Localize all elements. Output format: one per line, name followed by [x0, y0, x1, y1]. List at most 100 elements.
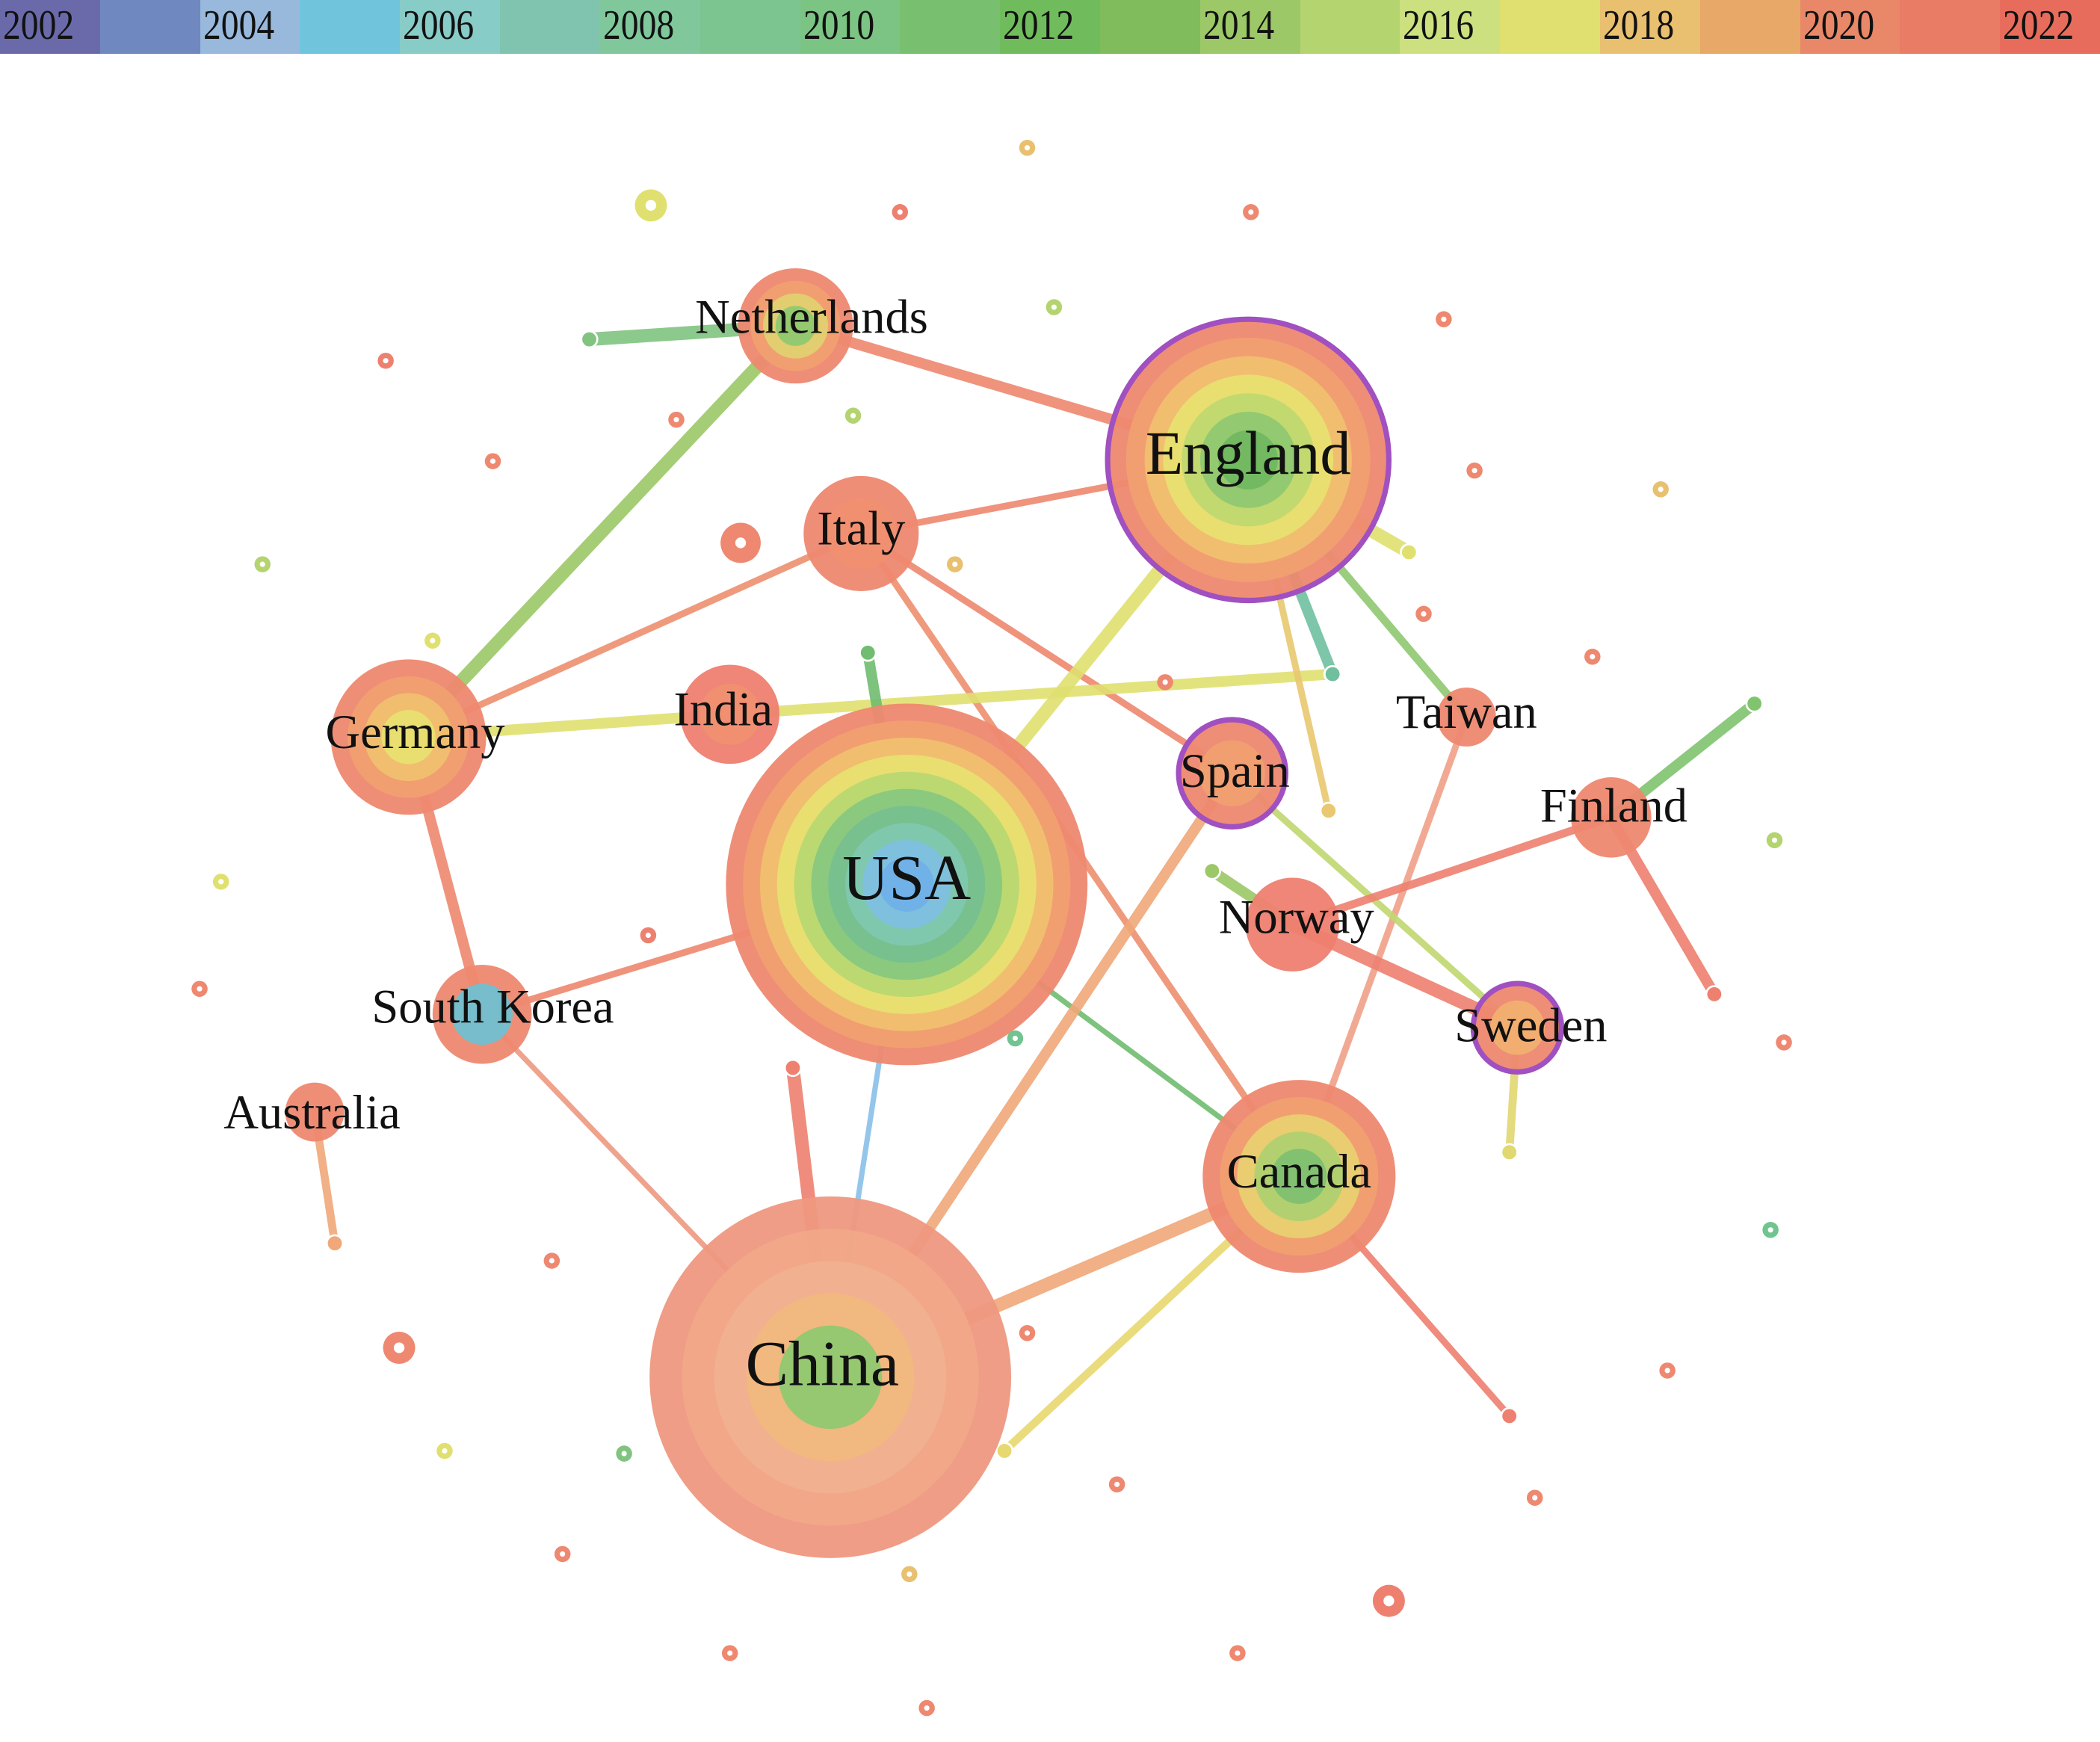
legend-year-label: 2008	[602, 2, 675, 49]
minor-node-center	[1024, 1330, 1031, 1336]
node-ring	[778, 1325, 883, 1430]
minor-node-center	[560, 1551, 566, 1557]
minor-node-center	[1114, 1481, 1120, 1487]
minor-node-center	[383, 358, 389, 364]
minor-node-center	[1235, 1650, 1241, 1656]
minor-node	[1500, 1143, 1519, 1161]
node-germany[interactable]	[330, 659, 487, 815]
legend-segment-2012: 2012	[1000, 0, 1100, 54]
minor-node-center	[1781, 1040, 1787, 1045]
node-label-norway: Norway	[1219, 890, 1374, 943]
node-label-finland: Finland	[1540, 779, 1687, 833]
minor-node-center	[1441, 316, 1447, 322]
minor-node	[783, 1058, 803, 1078]
edge-netherlands-germany	[401, 319, 803, 744]
node-finland[interactable]	[1571, 777, 1652, 858]
legend-year-label: 2014	[1202, 2, 1274, 49]
legend-segment-2013	[1099, 0, 1200, 54]
minor-node-center	[897, 209, 903, 215]
minor-node	[1745, 694, 1764, 713]
node-label-italy: Italy	[817, 502, 905, 555]
legend-segment-2009	[700, 0, 800, 54]
legend-segment-2022: 2022	[2000, 0, 2100, 54]
node-taiwan[interactable]	[1436, 687, 1496, 747]
legend-year-label: 2010	[803, 2, 874, 49]
legend-segment-2010: 2010	[800, 0, 901, 54]
legend-segment-2021	[1900, 0, 2001, 54]
node-sweden[interactable]	[1470, 980, 1565, 1075]
minor-node	[1705, 985, 1723, 1004]
node-label-netherlands: Netherlands	[695, 291, 928, 344]
node-ring	[1571, 777, 1652, 858]
legend-year-label: 2020	[1803, 2, 1874, 49]
node-italy[interactable]	[803, 475, 919, 591]
legend-segment-2014: 2014	[1199, 0, 1300, 54]
node-ring	[1218, 430, 1278, 489]
legend-year-label: 2002	[3, 2, 75, 49]
legend-segment-2006: 2006	[400, 0, 501, 54]
timeline-color-legend: 2002 2004 2006 2008 2010 2012 2014 2016 2018 2020…	[0, 0, 2100, 54]
legend-segment-2011	[900, 0, 1001, 54]
minor-node	[580, 330, 599, 349]
edge-italy-germany	[405, 530, 865, 741]
minor-node-center	[924, 1705, 930, 1711]
node-label-south-korea: South Korea	[371, 980, 614, 1033]
minor-node-center	[1658, 487, 1664, 492]
legend-year-label: 2006	[403, 2, 475, 49]
minor-node	[1400, 543, 1418, 562]
legend-segment-2003	[99, 0, 200, 54]
legend-year-label: 2012	[1003, 2, 1075, 49]
node-netherlands[interactable]	[738, 268, 853, 384]
minor-node	[1324, 664, 1342, 684]
minor-node-center	[645, 932, 651, 939]
legend-year-label: 2004	[203, 2, 274, 49]
legend-year-label: 2022	[2003, 2, 2075, 49]
node-label-taiwan: Taiwan	[1396, 685, 1537, 738]
minor-node-center	[1383, 1596, 1395, 1607]
legend-year-label: 2016	[1403, 2, 1474, 49]
minor-node-center	[1590, 654, 1596, 660]
minor-node-center	[549, 1258, 555, 1264]
minor-node-center	[218, 879, 224, 885]
minor-node-center	[1471, 468, 1477, 474]
node-label-canada: Canada	[1227, 1145, 1371, 1198]
node-ring	[381, 710, 436, 765]
node-label-usa: USA	[842, 841, 971, 913]
minor-node-center	[727, 1650, 733, 1656]
legend-segment-2004: 2004	[200, 0, 300, 54]
node-ring	[825, 498, 897, 569]
minor-node-center	[1532, 1495, 1538, 1501]
minor-node-center	[1012, 1035, 1018, 1042]
legend-segment-2008: 2008	[599, 0, 700, 54]
node-australia[interactable]	[285, 1082, 345, 1142]
node-south-korea[interactable]	[432, 964, 532, 1064]
node-spain[interactable]	[1176, 717, 1288, 830]
node-label-spain: Spain	[1180, 744, 1290, 797]
node-india[interactable]	[680, 664, 779, 765]
node-china[interactable]	[649, 1196, 1012, 1558]
minor-node-center	[673, 416, 679, 423]
legend-segment-2005	[300, 0, 401, 54]
legend-segment-2018: 2018	[1600, 0, 1700, 54]
minor-node-center	[1664, 1368, 1670, 1374]
minor-node	[1202, 862, 1221, 880]
minor-node-center	[490, 458, 496, 464]
minor-node-center	[197, 986, 203, 992]
centrality-ring	[1470, 980, 1565, 1075]
node-label-sweden: Sweden	[1454, 999, 1607, 1052]
node-label-germany: Germany	[326, 705, 505, 759]
node-canada[interactable]	[1202, 1080, 1396, 1273]
node-england[interactable]	[1105, 316, 1392, 604]
minor-node	[859, 643, 877, 662]
node-ring	[879, 856, 934, 912]
node-norway[interactable]	[1245, 877, 1340, 972]
node-usa[interactable]	[726, 703, 1088, 1066]
legend-year-label: 2018	[1603, 2, 1675, 49]
minor-node-center	[393, 1342, 405, 1353]
node-ring	[1199, 740, 1265, 806]
minor-node	[995, 1442, 1014, 1460]
node-label-australia: Australia	[223, 1086, 400, 1139]
minor-node-center	[850, 413, 856, 418]
centrality-ring	[1105, 316, 1392, 604]
